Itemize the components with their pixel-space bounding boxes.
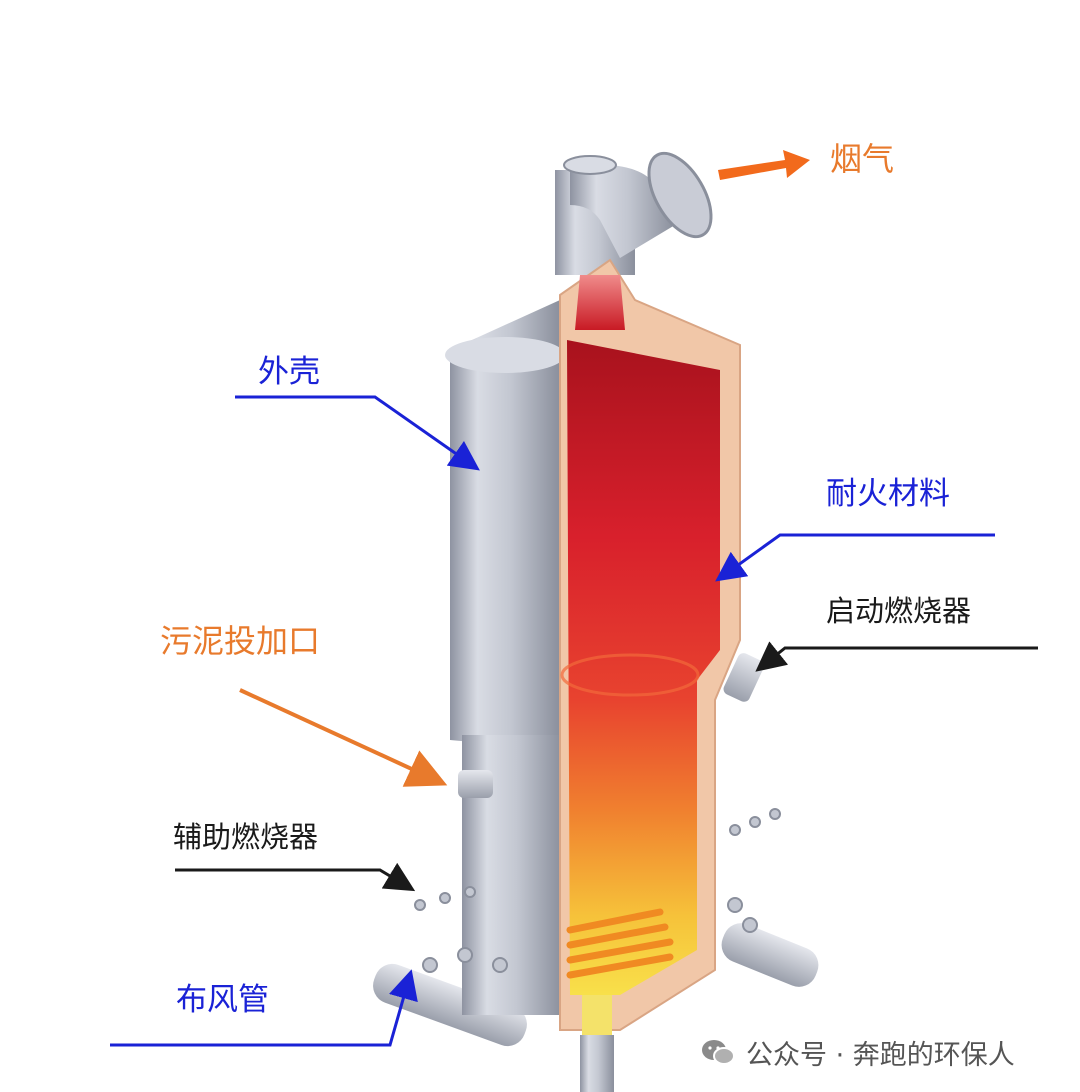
flue-gas-label: 烟气 <box>830 140 895 178</box>
bed-distributor-tubes <box>566 908 674 979</box>
startup-burner-leader <box>755 641 1038 672</box>
flue-gas-arrow <box>718 150 810 180</box>
wechat-icon <box>702 1039 735 1065</box>
startup-burner-nozzle <box>723 653 765 702</box>
flue-elbow <box>555 151 713 275</box>
sludge-inlet-leader <box>239 688 448 787</box>
upper-shell <box>445 300 565 750</box>
aux-burner-nozzles <box>414 808 781 973</box>
leader-lines <box>110 395 1038 1047</box>
sludge-inlet-label: 污泥投加口 <box>160 622 321 660</box>
bottom-outlet <box>580 1035 614 1092</box>
sludge-inlet-nozzle <box>458 770 493 798</box>
startup-burner-label: 启动燃烧器 <box>826 594 972 628</box>
shell-leader <box>235 395 480 471</box>
refractory-label: 耐火材料 <box>826 476 950 512</box>
watermark: 公众号 · 奔跑的环保人 <box>700 1033 1015 1072</box>
shell-label: 外壳 <box>258 354 320 390</box>
aux-burner-label: 辅助燃烧器 <box>173 820 319 854</box>
air-pipe-leader <box>110 969 418 1047</box>
refractory-leader <box>715 533 995 582</box>
air-pipe-label: 布风管 <box>176 982 269 1018</box>
watermark-text: 公众号 · 奔跑的环保人 <box>746 1040 1015 1071</box>
aux-burner-leader <box>175 862 416 892</box>
combustion-chamber <box>560 275 720 1035</box>
